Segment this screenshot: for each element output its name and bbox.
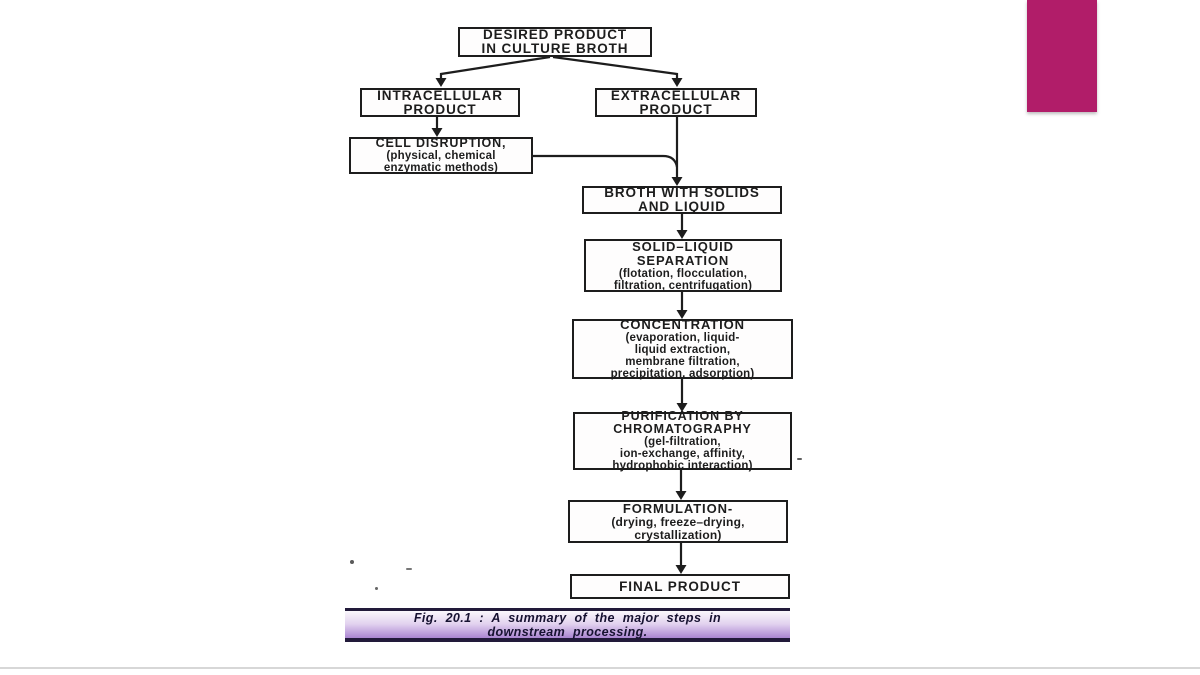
bottom-rule (0, 667, 1200, 669)
scan-speck (797, 458, 802, 460)
box-text-line: DESIRED PRODUCT (482, 27, 627, 42)
flow-box-broth-with-solids: BROTH WITH SOLIDS AND LIQUID (582, 186, 782, 214)
connector-desired-to-intracellular (439, 55, 551, 79)
box-text-line: SEPARATION (636, 252, 730, 268)
scan-speck (406, 568, 412, 570)
box-text-line: SOLID–LIQUID (632, 238, 734, 254)
box-text-line: (gel-filtration, (644, 436, 721, 448)
box-text-line: IN CULTURE BROTH (481, 41, 629, 56)
box-text-line: membrane filtration, (625, 356, 740, 368)
box-text-line: liquid extraction, (634, 344, 731, 356)
arrowhead-celldisruption (431, 128, 443, 137)
box-text-line: precipitation, adsorption) (610, 368, 755, 380)
arrowhead-formulation (675, 491, 687, 500)
box-text-line: CELL DISRUPTION, (375, 136, 507, 150)
figure-caption-line: Fig. 20.1 : A summary of the major steps… (413, 610, 722, 625)
box-text-line: PURIFICATION BY (621, 409, 744, 423)
flow-box-purification-chromatography: PURIFICATION BY CHROMATOGRAPHY (gel-filt… (573, 409, 792, 472)
box-text-line: (physical, chemical (386, 150, 496, 162)
arrowhead-intracellular (435, 78, 447, 87)
flow-box-final-product: FINAL PRODUCT (570, 574, 790, 599)
accent-bar (1027, 0, 1097, 112)
flow-box-intracellular-product: INTRACELLULAR PRODUCT (360, 88, 520, 117)
box-text-line: (evaporation, liquid- (625, 332, 740, 344)
box-text-line: PRODUCT (639, 101, 713, 117)
scan-speck (350, 560, 354, 564)
flow-box-formulation: FORMULATION- (drying, freeze–drying, cry… (568, 500, 788, 543)
connector-desired-to-extracellular (552, 55, 679, 79)
box-text-line: FORMULATION- (622, 500, 734, 516)
flow-box-cell-disruption: CELL DISRUPTION, (physical, chemical enz… (349, 137, 533, 174)
box-text-line: INTRACELLULAR (377, 87, 503, 103)
arrowhead-concentration (676, 310, 688, 319)
box-text-line: AND LIQUID (638, 199, 726, 214)
flow-box-desired-product: DESIRED PRODUCT IN CULTURE BROTH (458, 27, 652, 57)
box-text-line: CONCENTRATION (620, 317, 745, 332)
box-text-line: FINAL PRODUCT (619, 578, 741, 594)
arrowhead-purification (676, 403, 688, 412)
scan-speck (375, 587, 378, 590)
box-text-line: filtration, centrifugation) (613, 279, 753, 292)
box-text-line: (flotation, flocculation, (618, 267, 748, 280)
box-text-line: (drying, freeze–drying, (611, 514, 745, 529)
arrowhead-solidliquid (676, 230, 688, 239)
arrowhead-extracellular (671, 78, 683, 87)
box-text-line: enzymatic methods) (383, 162, 499, 174)
flow-box-concentration: CONCENTRATION (evaporation, liquid- liqu… (572, 317, 793, 380)
arrowhead-final (675, 565, 687, 574)
arrowhead-broth (671, 177, 683, 186)
box-text-line: PRODUCT (403, 101, 477, 117)
figure-caption: Fig. 20.1 : A summary of the major steps… (345, 608, 790, 642)
flow-box-solid-liquid-separation: SOLID–LIQUID SEPARATION (flotation, floc… (584, 239, 782, 292)
box-text-line: CHROMATOGRAPHY (613, 422, 752, 436)
figure-caption-line: downstream processing. (487, 624, 648, 639)
flow-box-extracellular-product: EXTRACELLULAR PRODUCT (595, 88, 757, 117)
box-text-line: BROTH WITH SOLIDS (604, 185, 760, 200)
box-text-line: crystallization) (634, 527, 722, 542)
box-text-line: ion-exchange, affinity, (619, 448, 746, 460)
box-text-line: hydrophobic interaction) (612, 460, 753, 472)
connector-celldisruption-join (533, 154, 679, 168)
box-text-line: EXTRACELLULAR (610, 87, 742, 103)
